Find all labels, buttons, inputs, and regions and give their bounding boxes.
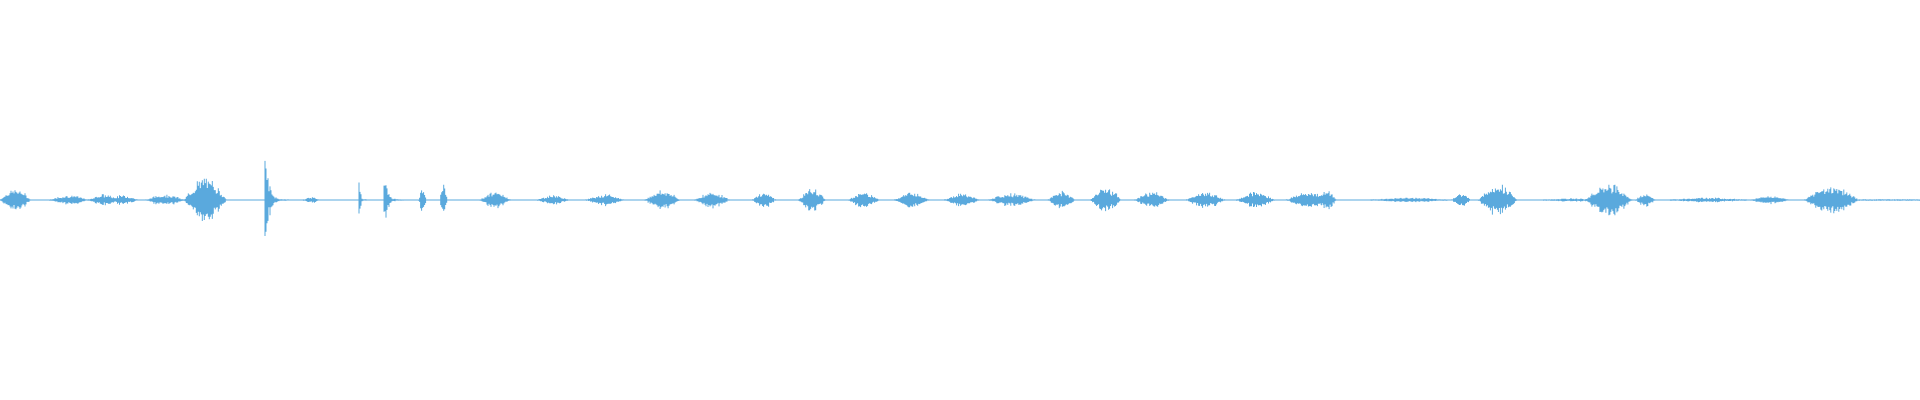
- waveform-burst-25: [1134, 192, 1170, 207]
- waveform-burst-15: [644, 190, 680, 209]
- waveform-burst-1: [49, 195, 89, 205]
- waveform-burst-8: [358, 182, 367, 214]
- waveform-burst-23: [1047, 190, 1075, 209]
- waveform-burst-4: [145, 194, 185, 205]
- waveform-burst-30: [1370, 197, 1448, 203]
- waveform-burst-9: [383, 185, 404, 218]
- waveform-burst-31: [1451, 194, 1471, 206]
- waveform-burst-17: [752, 193, 777, 207]
- waveform-burst-10: [418, 190, 427, 211]
- waveform-burst-19: [848, 193, 880, 208]
- waveform-burst-7: [302, 197, 319, 203]
- waveform-burst-38: [1804, 187, 1859, 214]
- waveform-burst-24: [1090, 189, 1122, 212]
- waveform-burst-26: [1186, 192, 1226, 208]
- waveform-burst-20: [894, 192, 930, 208]
- waveform-burst-34: [1585, 184, 1633, 216]
- waveform-burst-32: [1477, 184, 1517, 215]
- waveform-burst-22: [988, 193, 1036, 206]
- waveform-burst-29: [1316, 191, 1337, 210]
- waveform-burst-5: [183, 178, 227, 221]
- waveform-burst-36: [1669, 197, 1747, 203]
- waveform-burst-35: [1635, 194, 1656, 207]
- waveform-burst-12: [479, 192, 511, 209]
- waveform-burst-18: [798, 189, 826, 211]
- waveform-burst-14: [585, 194, 625, 207]
- waveform-burst-0: [0, 190, 31, 210]
- waveform-burst-11: [439, 184, 448, 211]
- waveform-burst-13: [537, 195, 569, 205]
- waveform-peaks: [0, 160, 1920, 236]
- waveform-burst-39: [1858, 199, 1920, 201]
- waveform-burst-16: [694, 192, 730, 209]
- waveform-burst-6: [264, 160, 289, 236]
- waveform-burst-27: [1236, 192, 1275, 207]
- waveform-burst-21: [944, 193, 980, 207]
- waveform-burst-3: [107, 195, 138, 205]
- waveform-burst-37: [1750, 196, 1790, 205]
